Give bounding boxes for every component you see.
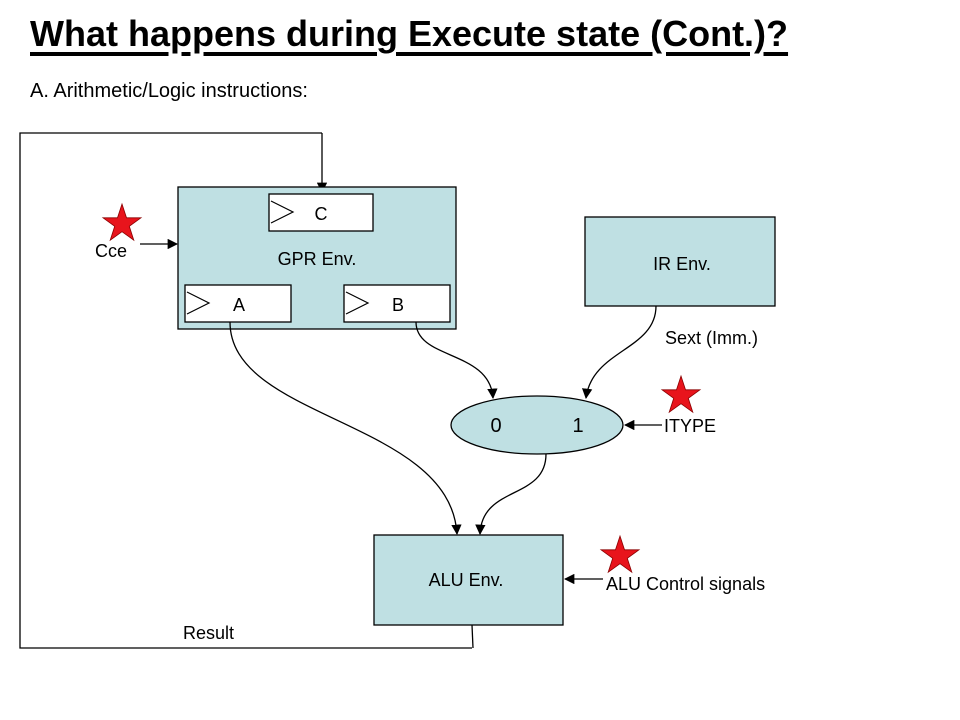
mux-input-1-label: 1: [572, 415, 583, 437]
alu-control-star-icon: [599, 534, 641, 574]
gpr-env-label: GPR Env.: [278, 249, 357, 269]
sext-imm-label: Sext (Imm.): [665, 328, 758, 348]
register-a-label: A: [233, 295, 245, 315]
register-b-label: B: [392, 295, 404, 315]
ir-env-box: [584, 216, 776, 307]
alu-control-signals-label: ALU Control signals: [606, 574, 765, 594]
itype-star-icon: [660, 374, 702, 414]
result-label: Result: [183, 623, 234, 643]
register-c-label: C: [315, 204, 328, 224]
itype-label: ITYPE: [664, 416, 716, 436]
register-a-clock-icon: [186, 291, 211, 315]
register-b: [343, 284, 451, 323]
b-to-mux-path: [415, 321, 498, 400]
result-feedback-line: [19, 132, 472, 649]
mux-input-0-label: 0: [490, 415, 501, 437]
alu-output-line: [471, 624, 474, 649]
register-b-clock-icon: [345, 291, 370, 315]
cce-star-icon: [101, 202, 143, 242]
mux-ellipse: [450, 395, 624, 455]
slide-subtitle: A. Arithmetic/Logic instructions:: [30, 80, 308, 102]
register-c: [268, 193, 374, 232]
cce-label: Cce: [95, 241, 127, 261]
a-to-alu-path: [229, 321, 462, 536]
ir-to-mux-path: [582, 305, 657, 400]
slide-title: What happens during Execute state (Cont.…: [30, 13, 789, 54]
alu-env-box: [373, 534, 564, 626]
register-c-clock-icon: [270, 200, 295, 224]
mux-to-alu-path: [475, 453, 547, 536]
ir-env-label: IR Env.: [653, 254, 711, 274]
register-a: [184, 284, 292, 323]
alu-env-label: ALU Env.: [429, 570, 504, 590]
